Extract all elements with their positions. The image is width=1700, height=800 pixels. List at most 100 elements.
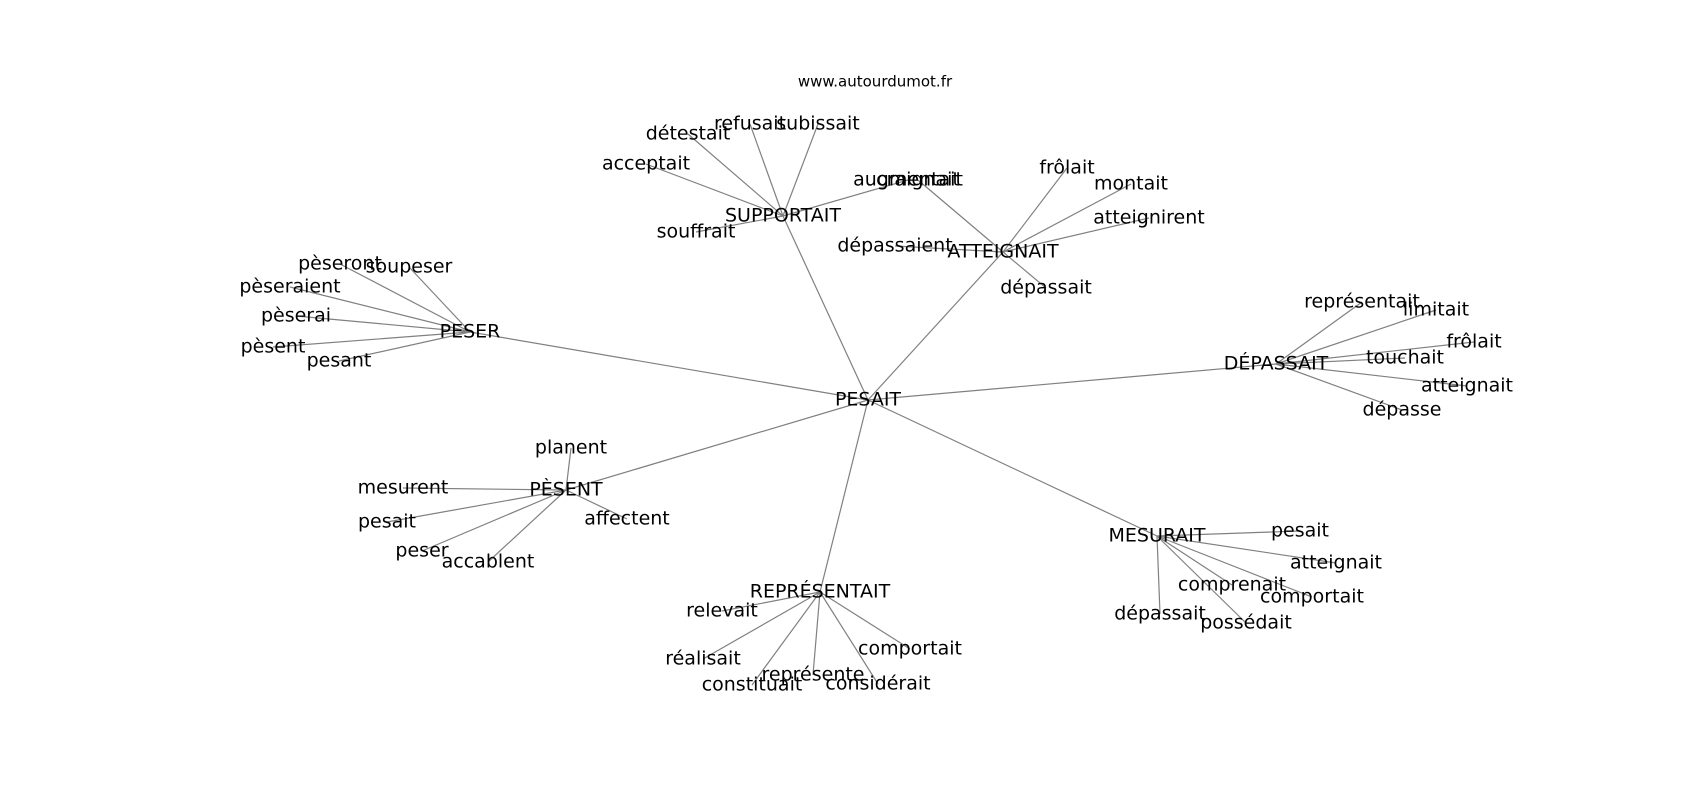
leaf-word-node[interactable]: pèseront — [298, 253, 382, 275]
edge-hub-to-leaf — [289, 286, 471, 333]
leaf-word-node[interactable]: réalisait — [665, 648, 741, 670]
edge-hub-to-leaf — [1156, 535, 1233, 586]
edge-center-to-hub — [867, 251, 1004, 401]
hub-word-node[interactable]: MESURAIT — [1108, 525, 1205, 547]
edge-hub-to-leaf — [408, 266, 471, 333]
hub-word-node[interactable]: SUPPORTAIT — [725, 205, 841, 227]
leaf-word-node[interactable]: frôlait — [1446, 331, 1501, 353]
leaf-word-node[interactable]: planent — [535, 437, 607, 459]
leaf-word-node[interactable]: montait — [1094, 173, 1168, 195]
edge-hub-to-leaf — [272, 331, 471, 348]
leaf-word-node[interactable]: représente — [762, 664, 865, 686]
edge-hub-to-leaf — [894, 245, 1004, 253]
edge-center-to-hub — [819, 399, 869, 593]
edge-hub-to-leaf — [1275, 363, 1403, 411]
edge-hub-to-leaf — [1156, 530, 1301, 537]
leaf-word-node[interactable]: pèsent — [241, 336, 306, 358]
edge-hub-to-leaf — [565, 489, 628, 520]
edge-hub-to-leaf — [721, 591, 821, 612]
leaf-word-node[interactable]: augmentait — [853, 169, 963, 191]
edge-hub-to-leaf — [1275, 309, 1437, 365]
leaf-word-node[interactable]: soupeser — [366, 256, 453, 278]
leaf-word-node[interactable]: comportait — [1260, 586, 1364, 608]
leaf-word-node[interactable]: dépassait — [1114, 603, 1206, 625]
leaf-word-node[interactable]: touchait — [1366, 347, 1444, 369]
edge-center-to-hub — [867, 399, 1158, 537]
leaf-word-node[interactable]: frôlait — [1039, 157, 1094, 179]
edge-hub-to-leaf — [1275, 363, 1468, 387]
edge-hub-to-leaf — [1156, 535, 1337, 564]
graph-edges — [272, 123, 1475, 686]
edge-hub-to-leaf — [782, 179, 909, 217]
leaf-word-node[interactable]: dépassaient — [837, 235, 952, 257]
hub-word-node[interactable]: PÈSENT — [529, 478, 603, 501]
edge-hub-to-leaf — [645, 163, 784, 217]
edge-hub-to-leaf — [487, 489, 567, 563]
leaf-word-node[interactable]: pesait — [358, 511, 416, 533]
hub-word-node[interactable]: PESER — [440, 321, 501, 343]
edge-hub-to-leaf — [782, 123, 819, 217]
edge-hub-to-leaf — [565, 447, 572, 491]
leaf-word-node[interactable]: accablent — [442, 551, 535, 573]
leaf-word-node[interactable]: relevait — [686, 600, 758, 622]
edge-center-to-hub — [782, 215, 869, 401]
edge-hub-to-leaf — [1002, 217, 1150, 253]
edge-hub-to-leaf — [1002, 251, 1047, 289]
edge-center-to-hub — [565, 399, 869, 491]
edge-hub-to-leaf — [695, 215, 784, 233]
leaf-word-node[interactable]: représentait — [1304, 291, 1420, 313]
leaf-word-node[interactable]: dépasse — [1363, 399, 1442, 421]
edge-hub-to-leaf — [1156, 535, 1313, 598]
leaf-word-node[interactable]: comprenait — [1178, 574, 1286, 596]
leaf-word-node[interactable]: pesait — [1271, 520, 1329, 542]
leaf-word-node[interactable]: possédait — [1200, 612, 1292, 634]
edge-hub-to-leaf — [1002, 167, 1068, 253]
edge-hub-to-leaf — [386, 489, 567, 523]
leaf-word-node[interactable]: pesant — [307, 350, 372, 372]
leaf-word-node[interactable]: craignait — [876, 169, 960, 191]
edge-hub-to-leaf — [295, 315, 471, 333]
edge-hub-to-leaf — [751, 591, 821, 686]
edge-hub-to-leaf — [917, 179, 1004, 253]
leaf-word-node[interactable]: acceptait — [602, 153, 690, 175]
leaf-word-node[interactable]: pèserai — [261, 305, 331, 327]
leaf-word-node[interactable]: peser — [395, 540, 448, 562]
hub-word-node[interactable]: REPRÉSENTAIT — [750, 580, 891, 603]
leaf-word-node[interactable]: atteignait — [1290, 552, 1382, 574]
edge-hub-to-leaf — [1275, 357, 1406, 365]
edge-hub-to-leaf — [702, 591, 821, 660]
leaf-word-node[interactable]: subissait — [776, 113, 859, 135]
leaf-word-node[interactable]: affectent — [584, 508, 670, 530]
edge-hub-to-leaf — [819, 591, 879, 685]
edge-hub-to-leaf — [402, 487, 567, 491]
leaf-word-node[interactable]: dépassait — [1000, 277, 1092, 299]
hub-word-node[interactable]: ATTEIGNAIT — [947, 241, 1059, 263]
leaf-word-node[interactable]: refusait — [714, 113, 786, 135]
edge-hub-to-leaf — [338, 331, 471, 362]
edge-center-to-hub — [867, 363, 1277, 401]
leaf-word-node[interactable]: limitait — [1403, 299, 1469, 321]
edge-hub-to-leaf — [1002, 183, 1132, 253]
center-word-node[interactable]: PESAIT — [835, 389, 901, 411]
leaf-word-node[interactable]: considérait — [825, 673, 930, 695]
edge-hub-to-leaf — [1275, 341, 1475, 365]
leaf-word-node[interactable]: atteignirent — [1093, 207, 1204, 229]
edge-hub-to-leaf — [1156, 535, 1161, 615]
edge-hub-to-leaf — [749, 123, 784, 217]
edge-center-to-hub — [469, 331, 869, 401]
edge-hub-to-leaf — [819, 591, 911, 650]
edge-hub-to-leaf — [421, 489, 567, 552]
edge-hub-to-leaf — [339, 263, 471, 333]
edge-hub-to-leaf — [1156, 535, 1247, 624]
leaf-word-node[interactable]: atteignait — [1421, 375, 1513, 397]
leaf-word-node[interactable]: détestait — [646, 123, 731, 145]
leaf-word-node[interactable]: mesurent — [358, 477, 449, 499]
site-url: www.autourdumot.fr — [798, 73, 953, 91]
hub-word-node[interactable]: DÉPASSAIT — [1224, 352, 1329, 375]
edge-hub-to-leaf — [812, 591, 821, 676]
leaf-word-node[interactable]: constituait — [702, 674, 803, 696]
leaf-word-node[interactable]: comportait — [858, 638, 962, 660]
leaf-word-node[interactable]: souffrait — [657, 221, 736, 243]
leaf-word-node[interactable]: pèseraient — [239, 276, 340, 298]
